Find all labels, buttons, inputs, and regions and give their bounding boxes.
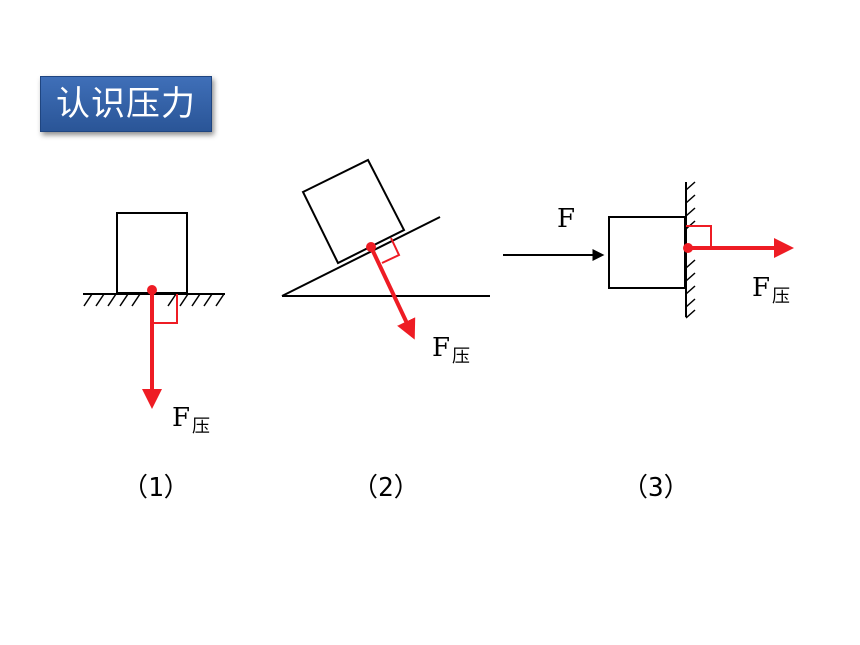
wall-hatching-3 [685,181,696,319]
block-3 [608,216,686,289]
figure-3: F F 压 （3） [503,181,794,503]
action-point-2 [366,242,376,252]
force-label-1: F [172,403,190,433]
title-banner: 认识压力 [40,76,212,132]
figure-caption-1: （1） [122,473,190,503]
force-label-3: F [752,273,770,303]
applied-force-label-3: F [557,204,575,234]
right-angle-mark-1 [153,294,178,324]
pressure-force-arrow-2 [369,246,416,340]
force-subscript-3: 压 [772,286,790,307]
figure-caption-2: （2） [352,473,420,503]
force-label-2: F [432,333,450,363]
figure-caption-3: （3） [622,473,690,503]
block-1 [116,212,188,294]
incline-surface-2 [281,216,441,297]
page-title: 认识压力 [56,84,196,124]
right-angle-mark-2 [381,237,401,264]
force-subscript-1: 压 [192,416,210,437]
figure-1: F 压 （1） [83,212,225,503]
action-point-1 [147,285,157,295]
block-2 [301,158,406,265]
right-angle-mark-3 [686,225,712,248]
figure-2: F 压 （2） [281,158,490,503]
force-subscript-2: 压 [452,346,470,367]
ground-hatching-1 [83,293,225,307]
action-point-3 [683,243,693,253]
